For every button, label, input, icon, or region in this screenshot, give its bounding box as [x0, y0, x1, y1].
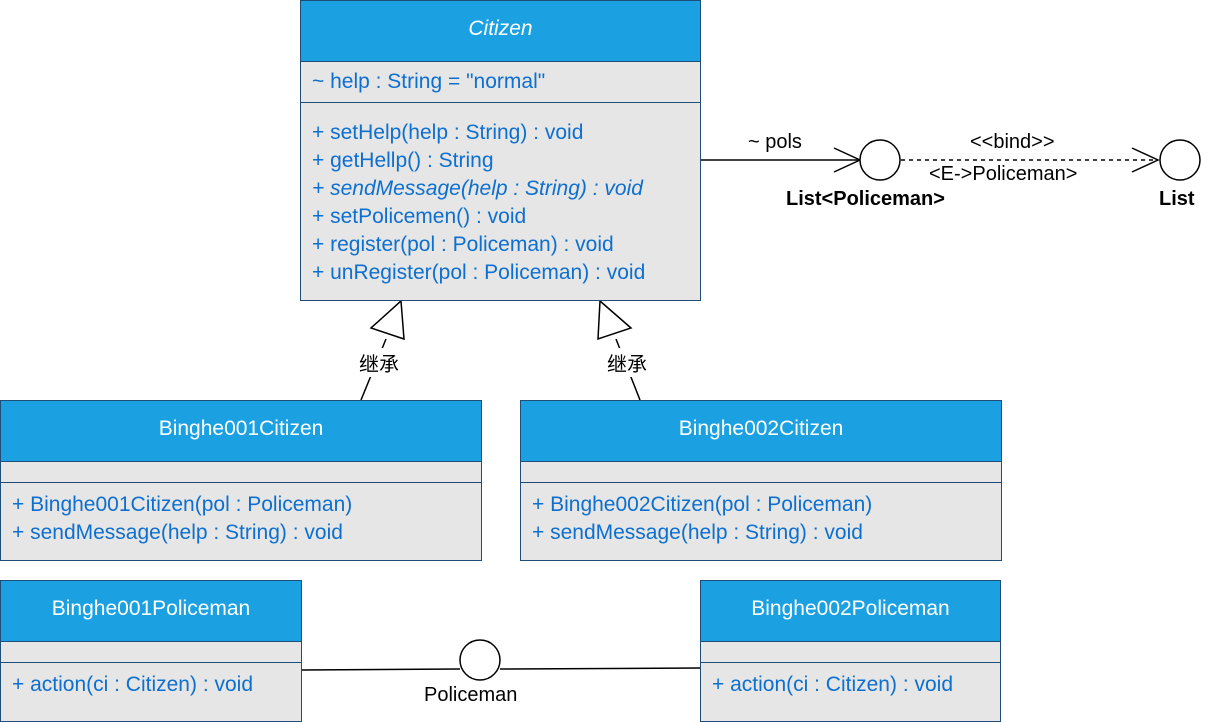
binghe001citizen-header: Binghe001Citizen	[1, 401, 481, 462]
binghe002policeman-class[interactable]: Binghe002Policeman + action(ci : Citizen…	[700, 580, 1001, 722]
citizen-methods: + setHelp(help : String) : void + getHel…	[301, 103, 700, 287]
policeman-interface-label: Policeman	[424, 684, 518, 706]
binghe002policeman-attributes	[701, 642, 1000, 663]
policeman-link-right	[499, 667, 702, 670]
binghe001citizen-name: Binghe001Citizen	[158, 417, 324, 440]
policeman-interface-circle	[459, 639, 501, 681]
citizen-class[interactable]: Citizen ~ help : String = "normal" + set…	[300, 0, 701, 301]
inherit-label-right: 继承	[607, 348, 647, 377]
binghe002citizen-name: Binghe002Citizen	[678, 417, 844, 440]
binghe002policeman-name: Binghe002Policeman	[751, 597, 950, 620]
binghe001policeman-attributes	[1, 642, 301, 663]
binghe001citizen-method: + sendMessage(help : String) : void	[12, 521, 343, 544]
citizen-method: + getHellp() : String	[312, 149, 494, 172]
binghe001policeman-class[interactable]: Binghe001Policeman + action(ci : Citizen…	[0, 580, 302, 722]
list-interface-circle	[1159, 139, 1201, 181]
binghe002citizen-methods: + Binghe002Citizen(pol : Policeman) + se…	[521, 483, 1001, 547]
binghe002policeman-header: Binghe002Policeman	[701, 581, 1000, 642]
list-label: List	[1159, 188, 1195, 210]
binghe002citizen-header: Binghe002Citizen	[521, 401, 1001, 462]
citizen-attribute-help: ~ help : String = "normal"	[312, 70, 546, 93]
bind-label: <<bind>>	[970, 131, 1055, 153]
binghe001policeman-name: Binghe001Policeman	[51, 597, 251, 620]
binghe002citizen-class[interactable]: Binghe002Citizen + Binghe002Citizen(pol …	[520, 400, 1002, 561]
citizen-method: + unRegister(pol : Policeman) : void	[312, 261, 646, 284]
list-policeman-interface-circle	[859, 139, 901, 181]
citizen-method: + register(pol : Policeman) : void	[312, 233, 614, 256]
citizen-method: + setPolicemen() : void	[312, 205, 527, 228]
citizen-method-abstract: + sendMessage(help : String) : void	[312, 177, 643, 200]
list-policeman-label: List<Policeman>	[786, 188, 945, 210]
bind-parameter-label: <E->Policeman>	[929, 163, 1078, 186]
inherit-arrowhead-right	[597, 299, 633, 341]
binghe001policeman-method: + action(ci : Citizen) : void	[12, 673, 254, 696]
inherit-label-left: 继承	[359, 348, 399, 377]
binghe001policeman-methods: + action(ci : Citizen) : void	[1, 663, 301, 699]
binghe002citizen-method: + Binghe002Citizen(pol : Policeman)	[532, 493, 873, 516]
citizen-class-name: Citizen	[468, 17, 533, 40]
binghe002citizen-attributes	[521, 462, 1001, 483]
binghe002policeman-method: + action(ci : Citizen) : void	[712, 673, 954, 696]
binghe001citizen-method: + Binghe001Citizen(pol : Policeman)	[12, 493, 353, 516]
binghe001citizen-class[interactable]: Binghe001Citizen + Binghe001Citizen(pol …	[0, 400, 482, 561]
pols-label: ~ pols	[748, 131, 802, 153]
binghe002citizen-method: + sendMessage(help : String) : void	[532, 521, 863, 544]
binghe002policeman-methods: + action(ci : Citizen) : void	[701, 663, 1000, 699]
citizen-method: + setHelp(help : String) : void	[312, 121, 584, 144]
citizen-class-header: Citizen	[301, 1, 700, 62]
binghe001policeman-header: Binghe001Policeman	[1, 581, 301, 642]
citizen-attributes: ~ help : String = "normal"	[301, 62, 700, 103]
policeman-link-left	[300, 668, 461, 671]
inherit-arrowhead-left	[369, 299, 405, 341]
binghe001citizen-attributes	[1, 462, 481, 483]
binghe001citizen-methods: + Binghe001Citizen(pol : Policeman) + se…	[1, 483, 481, 547]
bind-arrowhead	[1131, 147, 1160, 173]
